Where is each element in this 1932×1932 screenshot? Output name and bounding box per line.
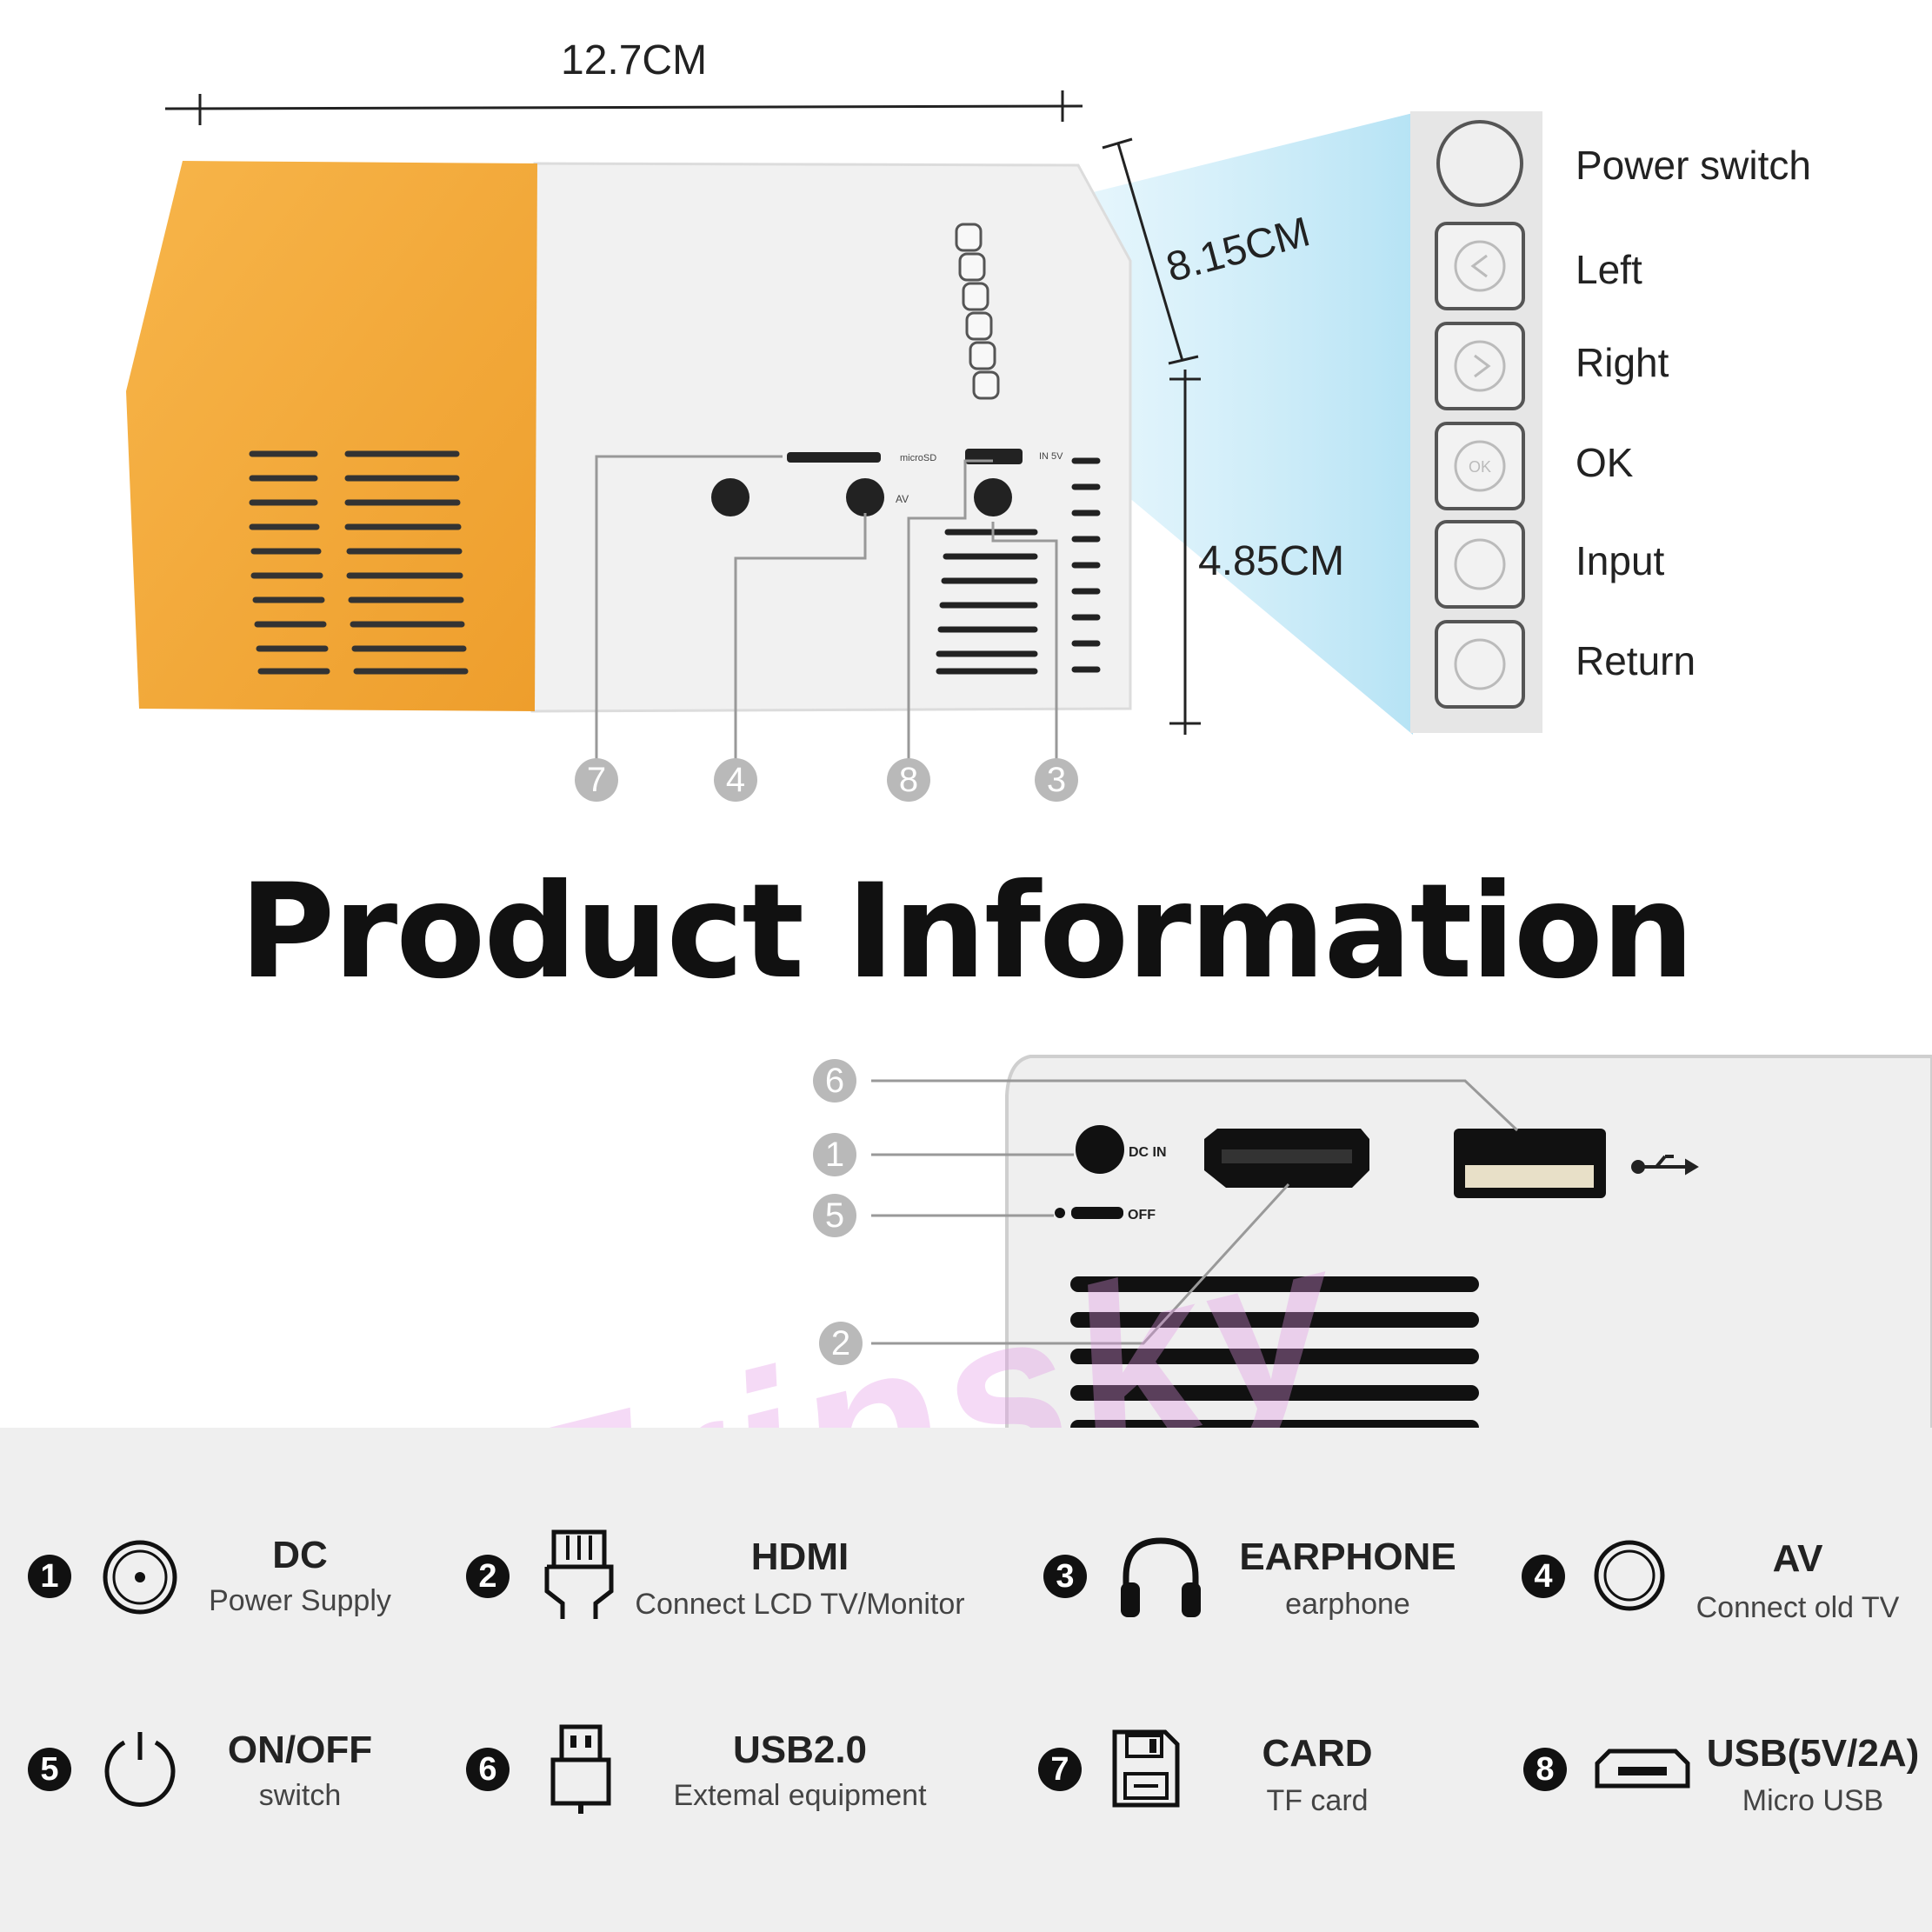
- earphone-port: [974, 478, 1012, 516]
- feature-title: USB2.0: [732, 1729, 868, 1771]
- feature-number: 6: [466, 1748, 510, 1791]
- right-button-icon: [1454, 340, 1506, 392]
- top-callout-lines: [595, 455, 1058, 761]
- port-round-1: [711, 478, 749, 516]
- feature-title: DC: [272, 1534, 328, 1576]
- av-port: [846, 478, 884, 516]
- feature-number: 1: [28, 1555, 71, 1598]
- feature-subtitle: Power Supply: [209, 1584, 391, 1617]
- feature-title: ON/OFF: [227, 1729, 373, 1771]
- width-label: 12.7CM: [561, 37, 708, 83]
- left-button-icon: [1454, 240, 1506, 292]
- button-label-return: Return: [1576, 638, 1696, 683]
- height-label: 4.85CM: [1198, 538, 1345, 584]
- left-vent: [249, 450, 469, 675]
- headphones-icon: [1121, 1537, 1201, 1617]
- return-button-icon: [1454, 638, 1506, 690]
- feature-number: 7: [1038, 1748, 1082, 1791]
- dc-in-port: [1076, 1125, 1124, 1174]
- feature-subtitle: Extemal equipment: [673, 1779, 927, 1812]
- device-buttons: [955, 223, 1000, 400]
- callout-badge: 3: [1035, 758, 1078, 802]
- callout-badge: 8: [887, 758, 930, 802]
- feature-number: 2: [466, 1555, 510, 1598]
- callout-badge: 2: [819, 1322, 863, 1365]
- callout-badge: 1: [813, 1133, 856, 1176]
- feature-subtitle: TF card: [1266, 1784, 1369, 1817]
- back-callout-lines: [871, 1079, 1519, 1345]
- dc-power-icon: [103, 1540, 177, 1615]
- orange-cover: [126, 161, 537, 711]
- panel-buttons: [1435, 222, 1525, 709]
- power-button: [1436, 120, 1523, 207]
- dc5v-port-label: IN 5V: [1039, 451, 1063, 462]
- ok-button-icon: [1454, 440, 1506, 492]
- button-label-input: Input: [1576, 538, 1665, 583]
- feature-number: 3: [1043, 1555, 1087, 1598]
- height-dimension-line: [1169, 370, 1201, 735]
- device-body: [530, 162, 1132, 713]
- right-vent: [936, 457, 1101, 675]
- button-label-right: Right: [1576, 340, 1669, 385]
- device-back-illustration: DC IN OFF: [871, 1055, 1932, 1435]
- width-dimension-line: [164, 90, 1083, 125]
- on-off-switch: [1071, 1207, 1123, 1219]
- microsd-slot: [787, 452, 881, 463]
- feature-title: USB(5V/2A): [1706, 1732, 1920, 1775]
- feature-legend: [0, 1428, 1932, 1932]
- feature-subtitle: switch: [258, 1779, 342, 1812]
- feature-subtitle: Micro USB: [1742, 1784, 1884, 1817]
- micro-usb-icon: [1595, 1749, 1690, 1789]
- feature-subtitle: earphone: [1285, 1588, 1410, 1621]
- input-button-icon: [1454, 538, 1506, 590]
- callout-badge: 5: [813, 1194, 856, 1237]
- usb-symbol: [1631, 1155, 1699, 1176]
- feature-number: 8: [1523, 1748, 1567, 1791]
- feature-title: EARPHONE: [1239, 1536, 1456, 1578]
- feature-subtitle: Connect old TV: [1695, 1591, 1900, 1624]
- svg-text:OK: OK: [1469, 458, 1491, 476]
- button-label-left: Left: [1576, 247, 1642, 292]
- feature-number: 4: [1522, 1555, 1565, 1598]
- feature-title: CARD: [1262, 1732, 1373, 1775]
- callout-badge: 6: [813, 1059, 856, 1103]
- depth-dimension-line: [1102, 137, 1199, 365]
- button-label-ok: OK: [1576, 440, 1634, 485]
- page-title: Product Information: [239, 856, 1694, 1008]
- dc-in-label: DC IN: [1129, 1145, 1167, 1160]
- card-icon: [1112, 1729, 1180, 1808]
- feature-subtitle: Connect LCD TV/Monitor: [635, 1588, 965, 1621]
- usb-icon: [550, 1724, 611, 1814]
- feature-title: AV: [1772, 1537, 1823, 1580]
- av-port-icon: [1594, 1540, 1665, 1611]
- off-label: OFF: [1128, 1208, 1156, 1222]
- feature-number: 5: [28, 1748, 71, 1791]
- power-icon: [104, 1732, 176, 1807]
- callout-badge: 4: [714, 758, 757, 802]
- av-port-label: AV: [896, 493, 909, 505]
- device-top-illustration: microSD IN 5V AV OK: [126, 90, 1542, 761]
- microsd-port-label: microSD: [900, 453, 936, 463]
- feature-title: HDMI: [750, 1536, 849, 1578]
- button-label-power: Power switch: [1576, 143, 1811, 188]
- hdmi-icon: [544, 1529, 614, 1619]
- callout-badge: 7: [575, 758, 618, 802]
